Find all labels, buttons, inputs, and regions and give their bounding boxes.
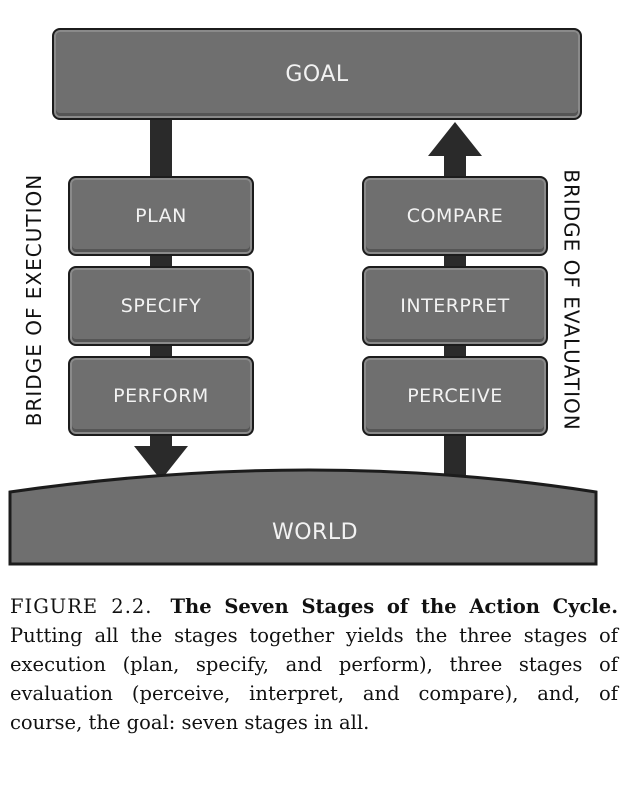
world-surface — [8, 468, 598, 566]
bridge-of-execution-label: BRIDGE OF EXECUTION — [22, 173, 47, 427]
figure-number: FIGURE 2.2. — [10, 595, 153, 618]
bridge-of-execution: BRIDGE OF EXECUTION — [14, 150, 54, 450]
plan-box: PLAN — [68, 176, 254, 256]
interpret-box: INTERPRET — [362, 266, 548, 346]
specify-box: SPECIFY — [68, 266, 254, 346]
evaluation-arrowhead — [428, 122, 482, 156]
compare-label: COMPARE — [406, 205, 504, 227]
bridge-of-evaluation: BRIDGE OF EVALUATION — [552, 150, 592, 450]
execution-arrowhead — [134, 446, 188, 480]
plan-label: PLAN — [135, 205, 187, 227]
figure-body: Putting all the stages together yields t… — [10, 624, 618, 734]
interpret-label: INTERPRET — [400, 295, 510, 317]
perform-label: PERFORM — [113, 385, 209, 407]
figure-caption: FIGURE 2.2. The Seven Stages of the Actio… — [10, 592, 618, 737]
perform-box: PERFORM — [68, 356, 254, 436]
goal-box: GOAL — [52, 28, 582, 120]
goal-label: GOAL — [285, 61, 349, 87]
compare-box: COMPARE — [362, 176, 548, 256]
specify-label: SPECIFY — [120, 295, 202, 317]
figure-title: The Seven Stages of the Action Cycle. — [170, 595, 619, 618]
perceive-box: PERCEIVE — [362, 356, 548, 436]
world-label: WORLD — [271, 520, 359, 545]
perceive-label: PERCEIVE — [407, 385, 503, 407]
bridge-of-evaluation-label: BRIDGE OF EVALUATION — [560, 169, 584, 431]
